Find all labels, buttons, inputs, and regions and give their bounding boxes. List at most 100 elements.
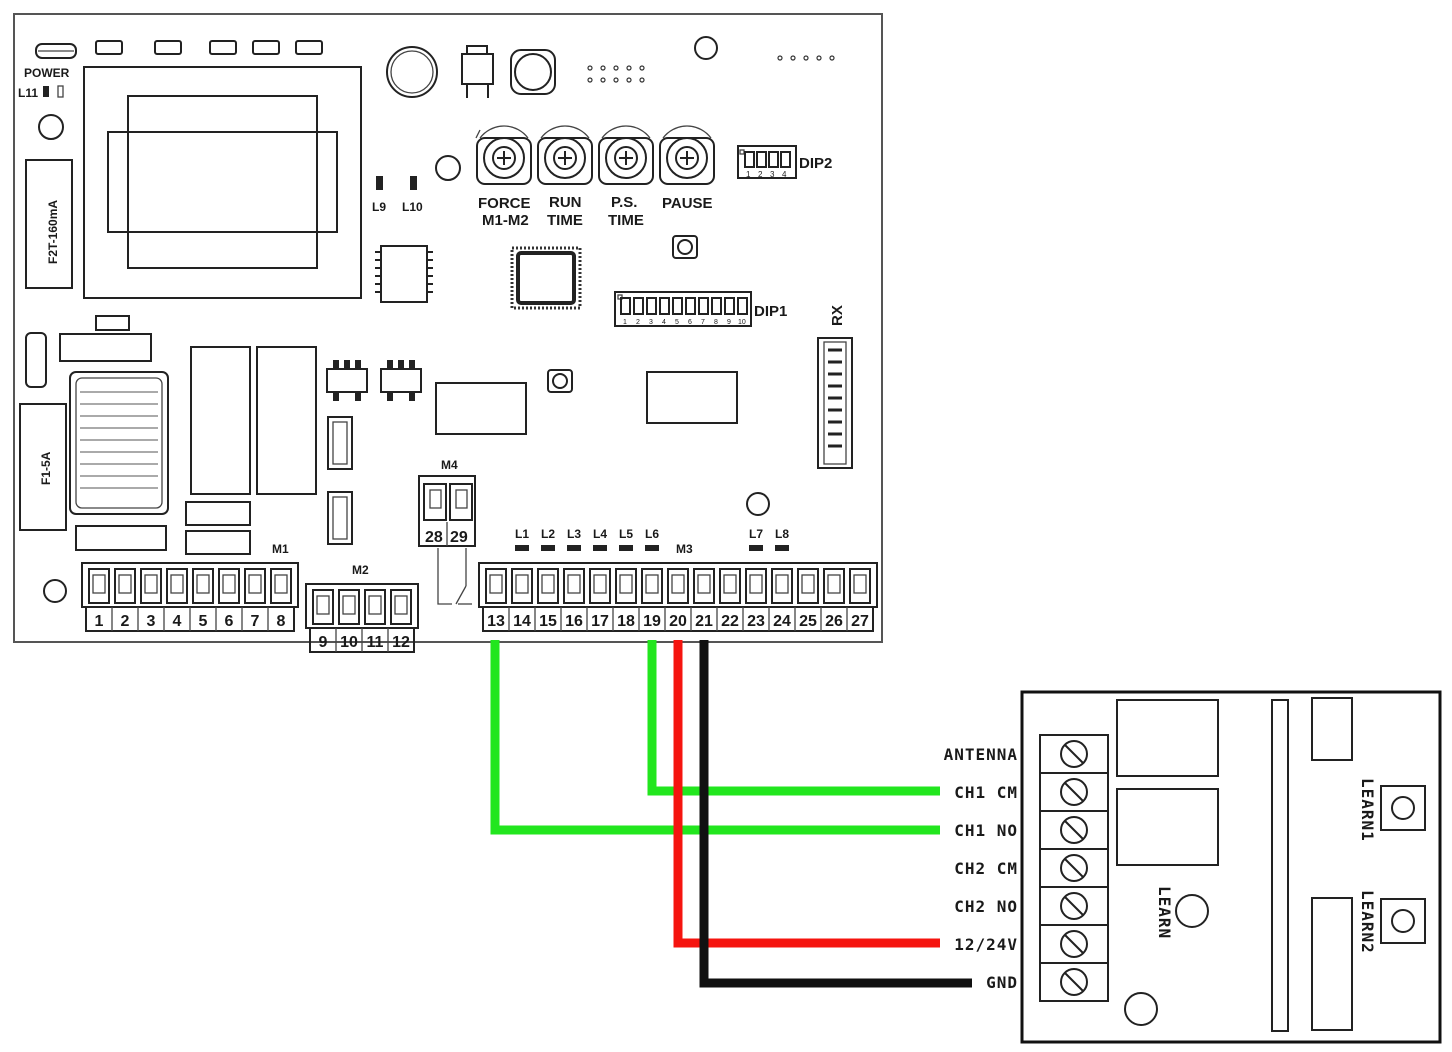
dip1-num: 7 bbox=[701, 319, 705, 326]
led-label: L1 bbox=[515, 527, 529, 541]
terminal-number: 2 bbox=[121, 613, 130, 630]
l10-label: L10 bbox=[402, 200, 423, 214]
terminal-screw bbox=[537, 568, 559, 604]
ic-chip-soic bbox=[375, 245, 433, 303]
terminal-screw bbox=[823, 568, 845, 604]
receiver-terminal-label: CH2 NO bbox=[954, 897, 1018, 916]
status-led bbox=[619, 545, 633, 551]
tact-button[interactable] bbox=[547, 369, 573, 393]
status-led bbox=[645, 545, 659, 551]
dip2-num: 1 bbox=[746, 170, 751, 179]
status-led bbox=[515, 545, 529, 551]
microcontroller bbox=[510, 246, 582, 310]
dip-switch-1[interactable]: 1 2 3 4 5 6 7 8 9 10 DIP1 bbox=[614, 291, 787, 327]
terminal-screw bbox=[244, 568, 266, 604]
m1-label: M1 bbox=[272, 542, 289, 556]
trimmer-force-label: FORCE bbox=[478, 195, 531, 212]
terminal-number: 10 bbox=[340, 634, 358, 651]
dip1-num: 4 bbox=[662, 319, 666, 326]
terminal-number: 3 bbox=[147, 613, 156, 630]
relay-2 bbox=[256, 346, 317, 495]
capacitor bbox=[386, 46, 438, 98]
terminal-number: 1 bbox=[95, 613, 104, 630]
terminal-screw bbox=[693, 568, 715, 604]
terminal-screw bbox=[140, 568, 162, 604]
trimmer-force-label2: M1-M2 bbox=[482, 212, 529, 229]
led-label: L5 bbox=[619, 527, 633, 541]
receiver-relay-2 bbox=[1116, 788, 1219, 866]
dip2-num: 2 bbox=[758, 170, 763, 179]
fuse2-label: F1-5A bbox=[39, 451, 53, 485]
top-headers bbox=[95, 40, 323, 55]
receiver-terminal-label: CH2 CM bbox=[954, 859, 1018, 878]
terminal-number: 19 bbox=[643, 613, 661, 630]
learn-button[interactable] bbox=[1175, 894, 1209, 928]
terminal-number: 21 bbox=[695, 613, 713, 630]
status-led bbox=[749, 545, 763, 551]
terminal-number: 26 bbox=[825, 613, 843, 630]
terminal-number: 7 bbox=[251, 613, 260, 630]
led-label: L2 bbox=[541, 527, 555, 541]
terminal-number: 4 bbox=[173, 613, 182, 630]
led-label: L3 bbox=[567, 527, 581, 541]
trimmer-run-time[interactable]: RUN TIME bbox=[537, 125, 593, 229]
terminal-screw bbox=[719, 568, 741, 604]
relay-1 bbox=[190, 346, 251, 495]
terminal-number: 8 bbox=[277, 613, 286, 630]
terminal-screw bbox=[88, 568, 110, 604]
terminal-number: 5 bbox=[199, 613, 208, 630]
control-board: POWER L11 F2T-160mA L9 L10 bbox=[13, 13, 883, 653]
wire-terminal20-to-12-24v bbox=[673, 640, 940, 948]
l10-led bbox=[410, 176, 417, 190]
terminal-screw bbox=[745, 568, 767, 604]
terminal-screw bbox=[485, 568, 507, 604]
terminal-number: 24 bbox=[773, 613, 791, 630]
terminal-screw-icon bbox=[1060, 968, 1088, 996]
trimmer-ps-time[interactable]: P.S. TIME bbox=[598, 125, 654, 229]
trimmer-run-label2: TIME bbox=[547, 212, 583, 229]
terminal-number: 11 bbox=[367, 634, 384, 651]
trimmer-ps-label: P.S. bbox=[611, 194, 637, 211]
varistor bbox=[25, 332, 47, 388]
wire-terminal21-to-gnd bbox=[699, 640, 972, 988]
dip1-label: DIP1 bbox=[754, 303, 787, 320]
terminal-number: 20 bbox=[669, 613, 687, 630]
learn1-button[interactable] bbox=[1380, 785, 1426, 831]
rx-connector: RX bbox=[817, 305, 853, 469]
terminal-number: 16 bbox=[565, 613, 583, 630]
terminal-screw bbox=[641, 568, 663, 604]
trimmer-force[interactable]: FORCE M1-M2 bbox=[475, 125, 532, 229]
trimmer-pause[interactable]: PAUSE bbox=[659, 125, 715, 212]
terminal-screw bbox=[218, 568, 240, 604]
dip-switch-2[interactable]: 1 2 3 4 DIP2 bbox=[737, 145, 832, 179]
terminal-screw-icon bbox=[1060, 816, 1088, 844]
terminal-screw bbox=[667, 568, 689, 604]
receiver-terminal-label: CH1 NO bbox=[954, 821, 1018, 840]
terminal-screw bbox=[849, 568, 871, 604]
mounting-hole bbox=[38, 114, 64, 140]
terminal-number: 12 bbox=[392, 634, 410, 651]
terminal-screw-icon bbox=[1060, 930, 1088, 958]
mounting-hole bbox=[694, 36, 718, 60]
terminal-m4: M4 28 29 bbox=[418, 458, 476, 605]
dip1-num: 6 bbox=[688, 319, 692, 326]
terminal-number: 13 bbox=[487, 613, 505, 630]
terminal-screw bbox=[797, 568, 819, 604]
receiver-relay-1 bbox=[1116, 699, 1219, 777]
fuse1-label: F2T-160mA bbox=[46, 200, 60, 264]
tact-button[interactable] bbox=[672, 235, 698, 259]
regulator bbox=[461, 45, 494, 98]
m2-label: M2 bbox=[352, 563, 369, 577]
dip1-num: 5 bbox=[675, 319, 679, 326]
terminal-screw bbox=[615, 568, 637, 604]
mounting-hole bbox=[43, 579, 67, 603]
status-led bbox=[567, 545, 581, 551]
trimmer-pause-label: PAUSE bbox=[662, 195, 713, 212]
m4-label: M4 bbox=[441, 458, 458, 472]
learn2-button[interactable] bbox=[1380, 898, 1426, 944]
receiver-strip bbox=[1271, 699, 1289, 1032]
mounting-hole bbox=[1124, 992, 1158, 1026]
terminal-screw bbox=[166, 568, 188, 604]
terminal-screw bbox=[589, 568, 611, 604]
